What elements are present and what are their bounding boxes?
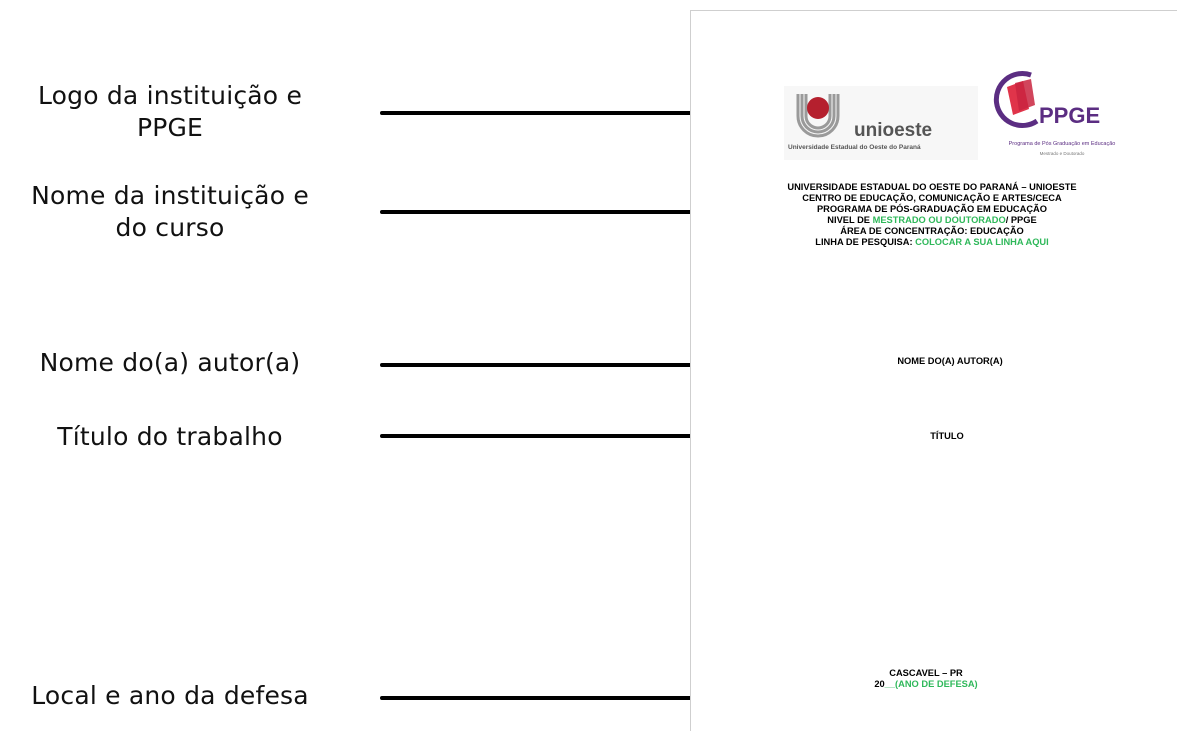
header-line6: LINHA DE PESQUISA: COLOCAR A SUA LINHA A…: [687, 237, 1177, 248]
unioeste-logo: unioeste Universidade Estadual do Oeste …: [784, 86, 978, 160]
label-institution-line2: do curso: [115, 213, 225, 242]
label-title: Título do trabalho: [57, 422, 283, 451]
document-year: 20__(ANO DE DEFESA): [681, 679, 1171, 690]
header-line6-prefix: LINHA DE PESQUISA:: [815, 237, 916, 247]
document-title: TÍTULO: [930, 431, 964, 441]
header-line4-suffix: / PPGE: [1005, 215, 1037, 225]
ppge-logo-subtitle: Programa de Pós Graduação em Educação: [1008, 141, 1116, 147]
label-logo: Logo da instituição e PPGE: [0, 80, 340, 144]
document-city: CASCAVEL – PR: [889, 668, 963, 678]
ppge-logo-level: Mestrado e Doutorado: [1039, 151, 1085, 156]
institution-header: UNIVERSIDADE ESTADUAL DO OESTE DO PARANÁ…: [687, 182, 1177, 248]
ppge-logo: PPGE Programa de Pós Graduação em Educaç…: [987, 69, 1137, 164]
ppge-emblem-icon: [993, 71, 1039, 128]
document-year-prefix: 20: [874, 679, 885, 689]
label-place-year: Local e ano da defesa: [31, 681, 309, 710]
document-page: unioeste Universidade Estadual do Oeste …: [690, 10, 1177, 731]
unioeste-logo-name: unioeste: [854, 120, 933, 141]
label-institution-name: Nome da instituição e do curso: [0, 180, 340, 244]
header-line4-highlight: MESTRADO OU DOUTORADO: [872, 215, 1006, 225]
unioeste-logo-subtitle: Universidade Estadual do Oeste do Paraná: [788, 144, 921, 151]
document-year-highlight: __(ANO DE DEFESA): [884, 679, 978, 689]
header-line4-prefix: NIVEL DE: [827, 215, 873, 225]
header-line6-highlight: COLOCAR A SUA LINHA AQUI: [915, 237, 1049, 247]
document-author: NOME DO(A) AUTOR(A): [897, 356, 1003, 366]
header-line4: NIVEL DE MESTRADO OU DOUTORADO/ PPGE: [687, 215, 1177, 226]
header-line5: ÁREA DE CONCENTRAÇÃO: EDUCAÇÃO: [840, 226, 1024, 236]
unioeste-emblem-icon: [796, 94, 840, 138]
label-logo-line1: Logo da instituição e: [37, 81, 303, 110]
label-author: Nome do(a) autor(a): [39, 348, 301, 377]
header-line3: PROGRAMA DE PÓS-GRADUAÇÃO EM EDUCAÇÃO: [816, 204, 1048, 214]
header-line1: UNIVERSIDADE ESTADUAL DO OESTE DO PARANÁ…: [787, 182, 1077, 192]
header-line2: CENTRO DE EDUCAÇÃO, COMUNICAÇÃO E ARTES/…: [802, 193, 1062, 203]
label-institution-line1: Nome da instituição e: [31, 181, 309, 210]
ppge-logo-name: PPGE: [1039, 103, 1101, 128]
label-logo-line2: PPGE: [136, 113, 204, 142]
